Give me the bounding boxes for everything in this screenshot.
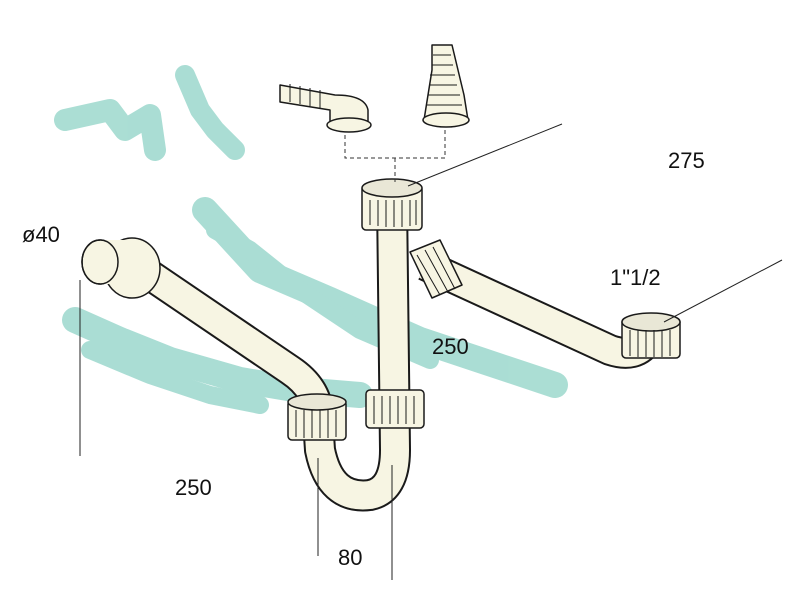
dimension-lines: [79, 123, 783, 580]
inlet-cap: [81, 237, 161, 299]
lower-left-nut: [287, 393, 347, 441]
straight-hose-adapter: [422, 44, 470, 128]
lower-right-nut: [365, 389, 425, 429]
tee-nut: [409, 239, 463, 299]
trap-offset-label: 80: [338, 545, 362, 570]
inlet-diameter-label: ø40: [22, 222, 60, 247]
elbow-hose-adapter: [279, 84, 372, 133]
outlet-thread-label: 1"1/2: [610, 265, 661, 290]
outlet-nut: [621, 312, 681, 359]
tee-arm-length-label: 275: [668, 148, 705, 173]
accessory-connector: [344, 130, 446, 182]
top-nut: [361, 178, 423, 231]
pipe-assembly: [81, 44, 681, 512]
left-arm-length-label: 250: [175, 475, 212, 500]
vertical-height-label: 250: [432, 334, 469, 359]
